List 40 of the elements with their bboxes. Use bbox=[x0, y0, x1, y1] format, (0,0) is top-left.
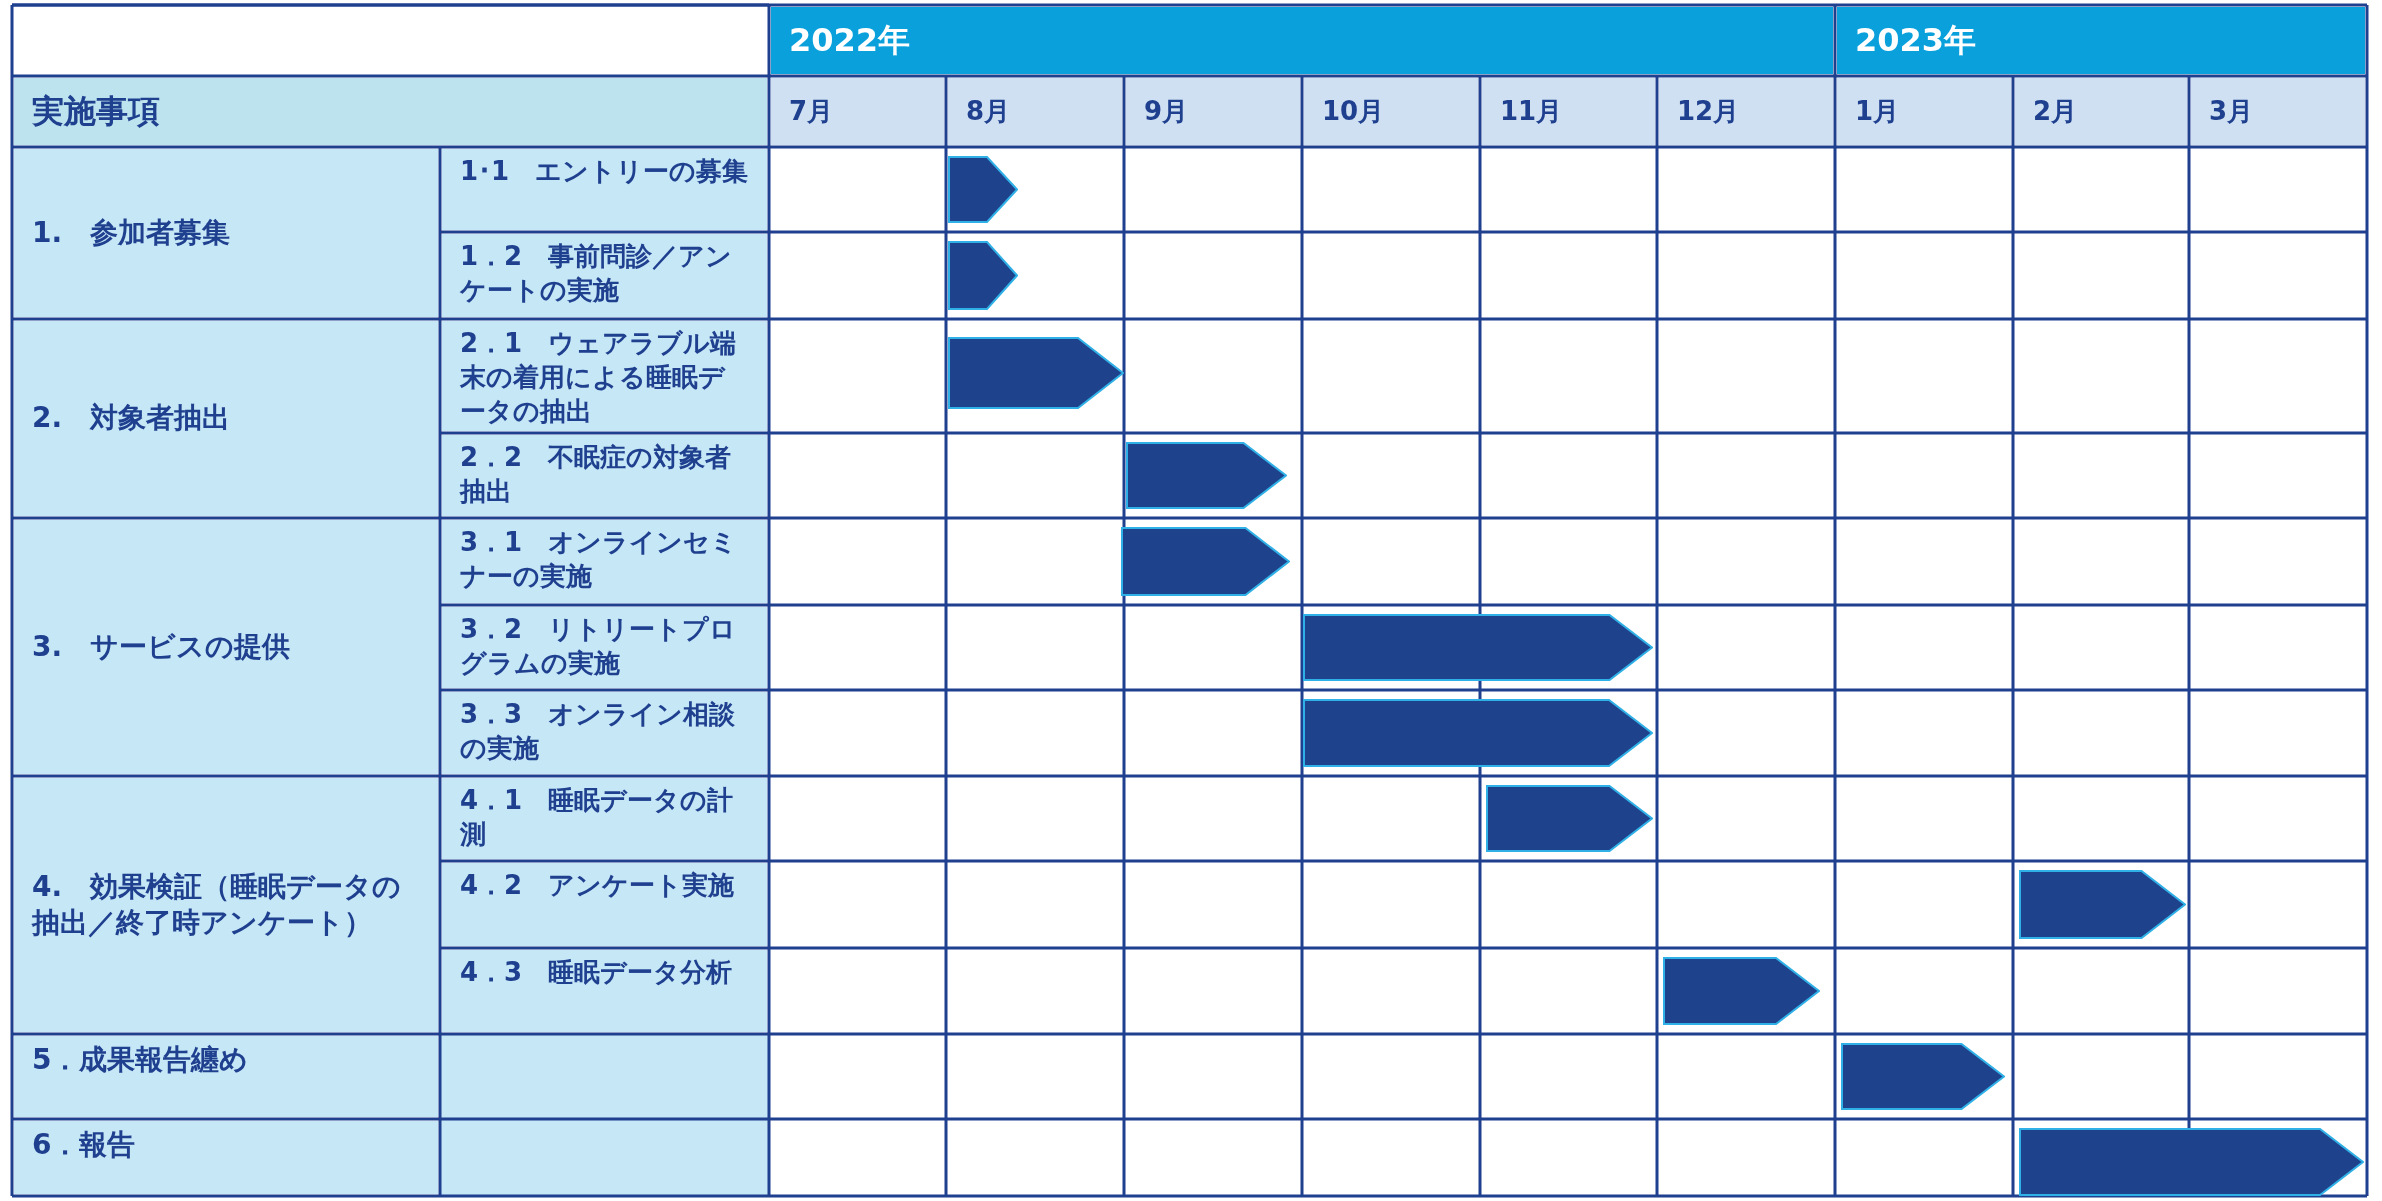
task-label: 2．1 ウェアラブル端末の着用による睡眠データの抽出 bbox=[442, 321, 767, 431]
month-header: 2月 bbox=[2015, 78, 2187, 145]
task-label: 2．2 不眠症の対象者抽出 bbox=[442, 435, 767, 516]
schedule-bar bbox=[1663, 957, 1820, 1025]
schedule-bar bbox=[1121, 527, 1290, 596]
schedule-bar bbox=[1303, 699, 1653, 767]
column-header: 実施事項 bbox=[14, 78, 767, 145]
month-header: 9月 bbox=[1126, 78, 1300, 145]
schedule-bar bbox=[1486, 785, 1653, 852]
category-label: 3. サービスの提供 bbox=[14, 520, 438, 774]
task-label: 1･1 エントリーの募集 bbox=[442, 149, 767, 230]
schedule-bar bbox=[1303, 614, 1653, 681]
task-label: 3．1 オンラインセミナーの実施 bbox=[442, 520, 767, 603]
schedule-bar bbox=[948, 241, 1018, 310]
task-label: 1．2 事前問診／アンケートの実施 bbox=[442, 234, 767, 317]
schedule-bar bbox=[1841, 1043, 2005, 1110]
category-label: 6．報告 bbox=[14, 1121, 438, 1194]
year-header: 2022年 bbox=[771, 7, 1833, 74]
category-label: 1. 参加者募集 bbox=[14, 149, 438, 317]
schedule-bar bbox=[948, 156, 1018, 223]
schedule-bar bbox=[2019, 870, 2186, 939]
month-header: 12月 bbox=[1659, 78, 1833, 145]
month-header: 10月 bbox=[1304, 78, 1478, 145]
category-label: 4. 効果検証（睡眠データの抽出／終了時アンケート） bbox=[14, 778, 438, 1032]
schedule-bar bbox=[1126, 442, 1287, 509]
schedule-bar bbox=[948, 337, 1124, 409]
category-label: 5．成果報告纏め bbox=[14, 1036, 438, 1117]
month-header: 7月 bbox=[771, 78, 944, 145]
month-header: 3月 bbox=[2191, 78, 2365, 145]
month-header: 1月 bbox=[1837, 78, 2011, 145]
category-label: 2. 対象者抽出 bbox=[14, 321, 438, 516]
task-label: 3．3 オンライン相談の実施 bbox=[442, 692, 767, 774]
task-label: 4．1 睡眠データの計測 bbox=[442, 778, 767, 859]
schedule-bar bbox=[2019, 1128, 2364, 1196]
task-label: 4．2 アンケート実施 bbox=[442, 863, 767, 946]
month-header: 8月 bbox=[948, 78, 1122, 145]
task-label: 4．3 睡眠データ分析 bbox=[442, 950, 767, 1032]
task-label: 3．2 リトリートプログラムの実施 bbox=[442, 607, 767, 688]
month-header: 11月 bbox=[1482, 78, 1655, 145]
year-header: 2023年 bbox=[1837, 7, 2365, 74]
